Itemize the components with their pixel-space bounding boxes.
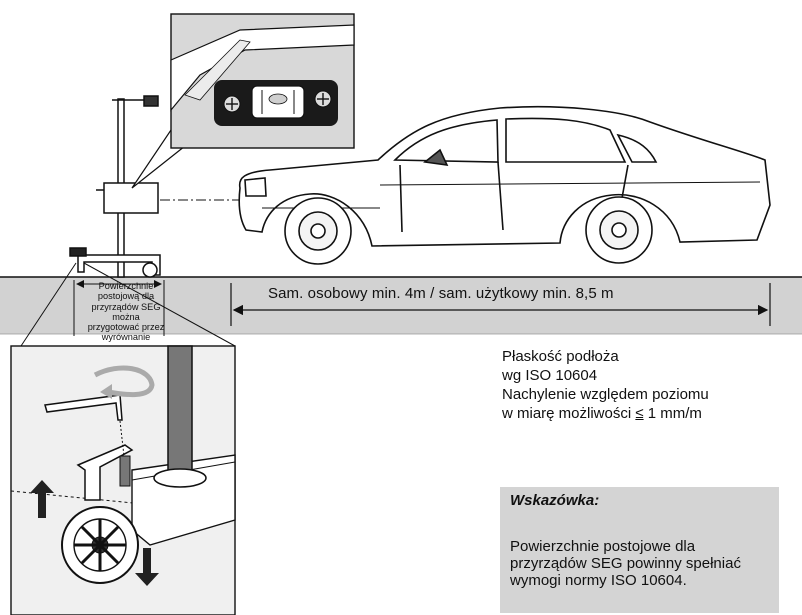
flatness-line-1: Płaskość podłoża xyxy=(502,348,619,365)
headlight-tester-device xyxy=(69,95,161,278)
less-or-equal-symbol: ≤ xyxy=(635,405,644,422)
distance-dimension-arrow xyxy=(230,283,771,326)
flatness-line-4-text: w miarę możliwości xyxy=(502,405,636,422)
flatness-line-4-value: 1 mm/m xyxy=(643,405,702,422)
preparation-note: Powierzchnie postojową dla przyrządów SE… xyxy=(87,281,165,343)
spirit-level-callout xyxy=(131,13,355,189)
hint-body: Powierzchnie postojowe dla przyrządów SE… xyxy=(510,538,741,589)
flatness-line-4: w miarę możliwości ≤ 1 mm/m xyxy=(502,404,709,423)
flatness-line-3: Nachylenie względem poziomu xyxy=(502,386,709,403)
distance-label: Sam. osobowy min. 4m / sam. użytkowy min… xyxy=(268,285,614,302)
hint-box: Wskazówka: Powierzchnie postojowe dla pr… xyxy=(500,487,779,613)
flatness-line-2: wg ISO 10604 xyxy=(502,367,598,384)
adjustment-detail-box xyxy=(10,345,236,615)
car-illustration xyxy=(238,105,771,265)
detail-callout-lines xyxy=(20,262,236,347)
hint-title: Wskazówka: xyxy=(510,492,600,509)
preparation-zone-marker xyxy=(73,280,165,336)
flatness-spec: Płaskość podłoża wg ISO 10604 Nachylenie… xyxy=(502,347,709,423)
